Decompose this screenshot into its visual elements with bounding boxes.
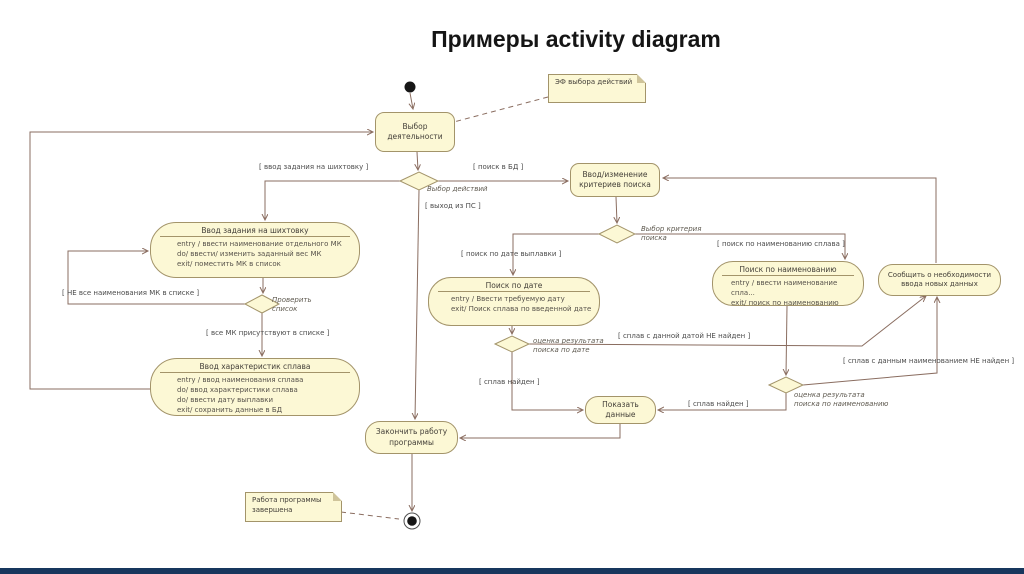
decision-label-criterion-choice: Выбор критерия поиска <box>641 225 702 243</box>
guard-enter-batch-task: [ ввод задания на шихтовку ] <box>259 163 369 171</box>
edge-criterion-to-search-name <box>635 233 845 259</box>
decision-criterion-choice <box>597 224 637 244</box>
edge-date-found-to-show <box>511 352 583 410</box>
activity-edit-search-criteria: Ввод/изменение критериев поиска <box>570 163 660 197</box>
edge-date-notfound-to-notify <box>528 296 926 347</box>
activity-show-data: Показать данные <box>585 396 656 424</box>
guard-search-by-name: [ поиск по наименованию сплава ] <box>717 240 845 248</box>
activity-action: exit/ Поиск сплава по введенной дате <box>451 305 592 314</box>
note-action-form: ЭФ выбора действий <box>548 74 646 103</box>
decision-label-action-choice: Выбор действий <box>427 185 488 193</box>
edge-check-list-loop <box>67 251 245 305</box>
activity-action: entry / ввод наименования сплава <box>177 376 304 384</box>
activity-select-activity: Выбор деятельности <box>375 112 455 152</box>
decision-check-list <box>243 294 281 314</box>
note-anchor-action-form <box>449 96 549 124</box>
activity-enter-alloy-characteristics: Ввод характеристик сплава entry / ввод н… <box>150 358 360 416</box>
slide-footer-bar <box>0 568 1024 574</box>
edge-characteristics-to-select-activity <box>29 132 373 390</box>
activity-title: Ввод характеристик сплава <box>160 359 350 373</box>
final-node <box>407 516 417 526</box>
guard-date-not-found: [ сплав с данной датой НЕ найден ] <box>618 332 751 340</box>
decision-label-check-list: Проверить список <box>272 296 312 314</box>
decision-action-choice <box>398 171 440 191</box>
edge-choice-to-finish <box>415 189 420 419</box>
activity-action: entry / ввести наименование отдельного М… <box>177 240 342 248</box>
edge-start-to-select-activity <box>410 92 413 109</box>
note-anchor-program-finished <box>340 511 400 520</box>
page-title: Примеры activity diagram <box>431 26 721 52</box>
edge-name-found-to-show <box>658 393 787 410</box>
edge-select-activity-to-choice <box>417 151 418 170</box>
activity-finish-program: Закончить работу программы <box>365 421 458 454</box>
decision-label-eval-date: оценка результата поиска по дате <box>533 337 604 355</box>
decision-label-eval-name: оценка результата поиска по наименованию <box>794 391 889 409</box>
guard-exit-ps: [ выход из ПС ] <box>425 202 481 210</box>
note-program-finished: Работа программы завершена <box>245 492 342 522</box>
activity-search-by-name: Поиск по наименованию entry / ввести наи… <box>712 261 864 308</box>
activity-action: entry / Ввести требуемую дату <box>451 295 565 303</box>
start-node <box>404 81 416 93</box>
activity-action: entry / ввести наименование спла... <box>731 279 838 298</box>
edge-name-notfound-to-notify <box>802 297 937 386</box>
edge-criteria-to-criterion-choice <box>616 196 617 223</box>
decision-eval-date <box>493 335 531 353</box>
activity-action: do/ ввести дату выплавки <box>177 396 274 405</box>
edge-notify-to-criteria <box>663 178 937 263</box>
guard-search-by-date: [ поиск по дате выплавки ] <box>461 250 562 258</box>
activity-title: Ввод задания на шихтовку <box>160 223 350 237</box>
edge-show-to-finish <box>460 424 621 438</box>
guard-alloy-found-date: [ сплав найден ] <box>479 378 540 386</box>
activity-enter-batch-task: Ввод задания на шихтовку entry / ввести … <box>150 222 360 278</box>
activity-action: exit/ поместить МК в список <box>177 260 281 269</box>
activity-action: exit/ поиск по наименованию <box>731 299 839 308</box>
activity-search-by-date: Поиск по дате entry / Ввести требуемую д… <box>428 277 600 326</box>
guard-all-mk-present: [ все МК присутствуют в списке ] <box>206 329 330 337</box>
guard-alloy-found-name: [ сплав найден ] <box>688 400 749 408</box>
guard-not-all-mk: [ НЕ все наименования МК в списке ] <box>62 289 200 297</box>
edge-choice-to-enter-task <box>265 180 400 220</box>
decision-eval-name <box>767 376 805 394</box>
edge-criterion-to-search-date <box>513 233 599 275</box>
activity-title: Поиск по наименованию <box>722 262 854 276</box>
activity-notify-new-data: Сообщить о необходимости ввода новых дан… <box>878 264 1001 296</box>
guard-name-not-found: [ сплав с данным наименованием НЕ найден… <box>843 357 1015 365</box>
guard-search-db: [ поиск в БД ] <box>473 163 524 171</box>
activity-action: do/ ввести/ изменить заданный вес МК <box>177 250 322 259</box>
edge-search-name-to-eval <box>786 305 787 375</box>
activity-title: Поиск по дате <box>438 278 590 292</box>
activity-action: exit/ сохранить данные в БД <box>177 406 283 415</box>
activity-action: do/ ввод характеристики сплава <box>177 386 298 395</box>
